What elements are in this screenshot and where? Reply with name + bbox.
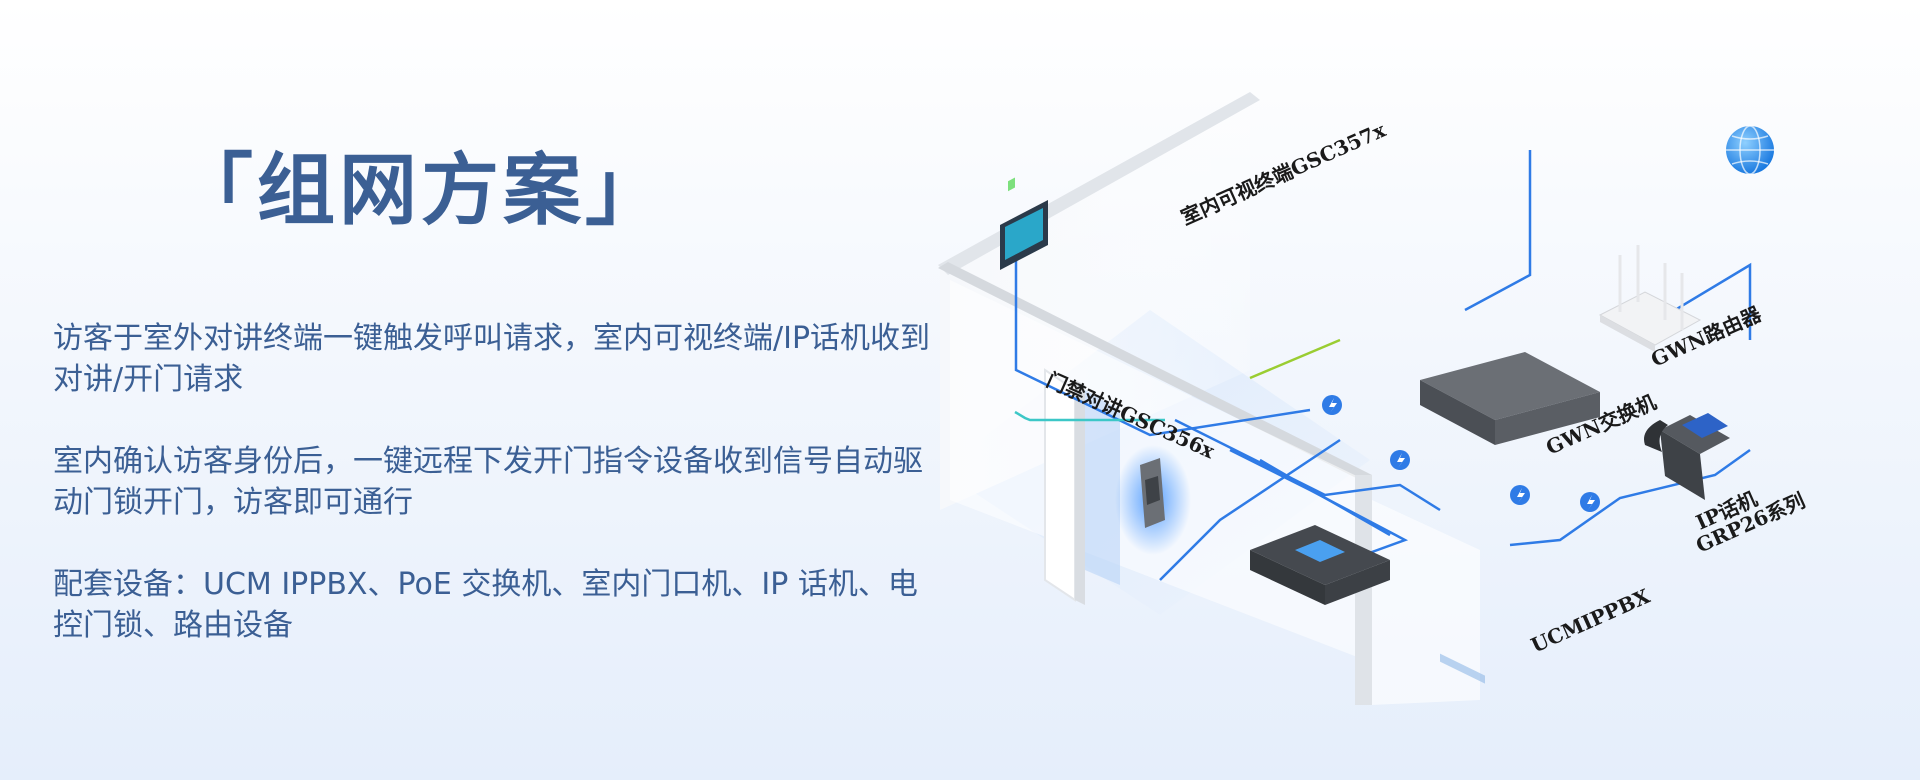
globe-icon	[1726, 125, 1774, 175]
label-ucm: UCMIPPBX	[1527, 584, 1654, 658]
description: 访客于室外对讲终端一键触发呼叫请求，室内可视终端/IP话机收到对讲/开门请求 室…	[53, 318, 933, 687]
network-lines	[1014, 150, 1752, 581]
door-opening	[1085, 390, 1120, 585]
page-title: 「组网方案」	[175, 146, 668, 236]
paragraph-remote-unlock: 室内确认访客身份后，一键远程下发开门指令设备收到信号自动驱动门锁开门，访客即可通…	[53, 444, 923, 520]
paragraph-call-request: 访客于室外对讲终端一键触发呼叫请求，室内可视终端/IP话机收到对讲/开门请求	[53, 321, 931, 397]
door-intercom-device	[1115, 445, 1191, 555]
indoor-terminal-device	[1000, 177, 1048, 270]
room	[938, 92, 1480, 705]
network-diagram: 室内可视终端GSC357x 门禁对讲GSC356x GWN交换机 GWN路由器 …	[920, 80, 1920, 780]
paragraph-equipment: 配套设备：UCM IPPBX、PoE 交换机、室内门口机、IP 话机、电控门锁、…	[53, 567, 918, 643]
switch-device	[1420, 352, 1600, 684]
room-wall-top	[938, 262, 1372, 481]
door-panel	[1044, 368, 1076, 602]
ip-phone-device	[1644, 413, 1730, 500]
router-device	[1598, 245, 1702, 352]
poe-bolt-icon	[1322, 395, 1600, 512]
door-frame	[1075, 380, 1085, 605]
ucm-device	[1250, 525, 1390, 605]
room-wall-lower	[1372, 500, 1480, 705]
